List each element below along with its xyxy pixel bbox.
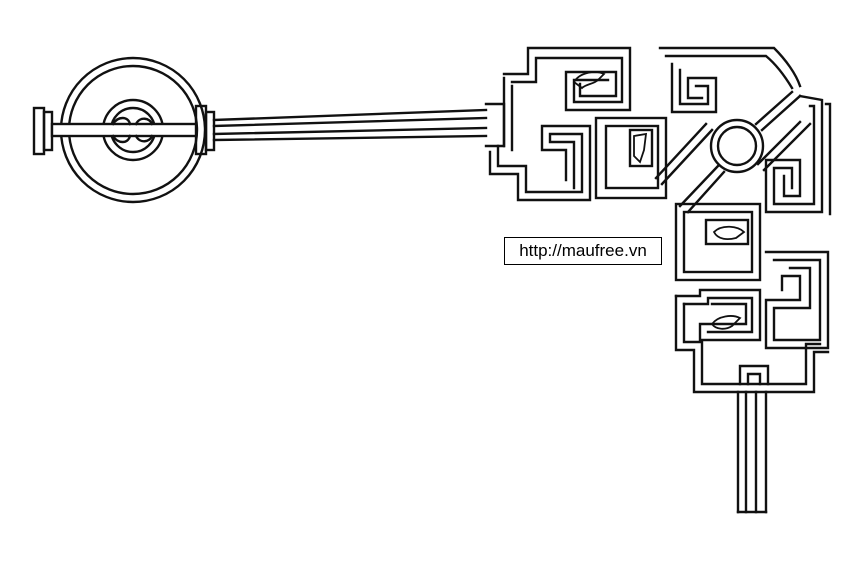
joint-circle [654, 90, 812, 214]
fret-block-left [488, 46, 632, 202]
horizontal-shaft [212, 102, 506, 148]
fret-block-upper-right [658, 46, 802, 114]
fret-block-lower-middle [674, 202, 762, 282]
fret-block-right [764, 94, 832, 216]
watermark-url-label: http://maufree.vn [504, 237, 662, 265]
fret-block-lower-right [764, 250, 830, 350]
fret-block-middle [594, 116, 668, 200]
vertical-shaft [736, 390, 768, 514]
fret-block-bottom [674, 288, 830, 394]
medallion [32, 56, 216, 204]
